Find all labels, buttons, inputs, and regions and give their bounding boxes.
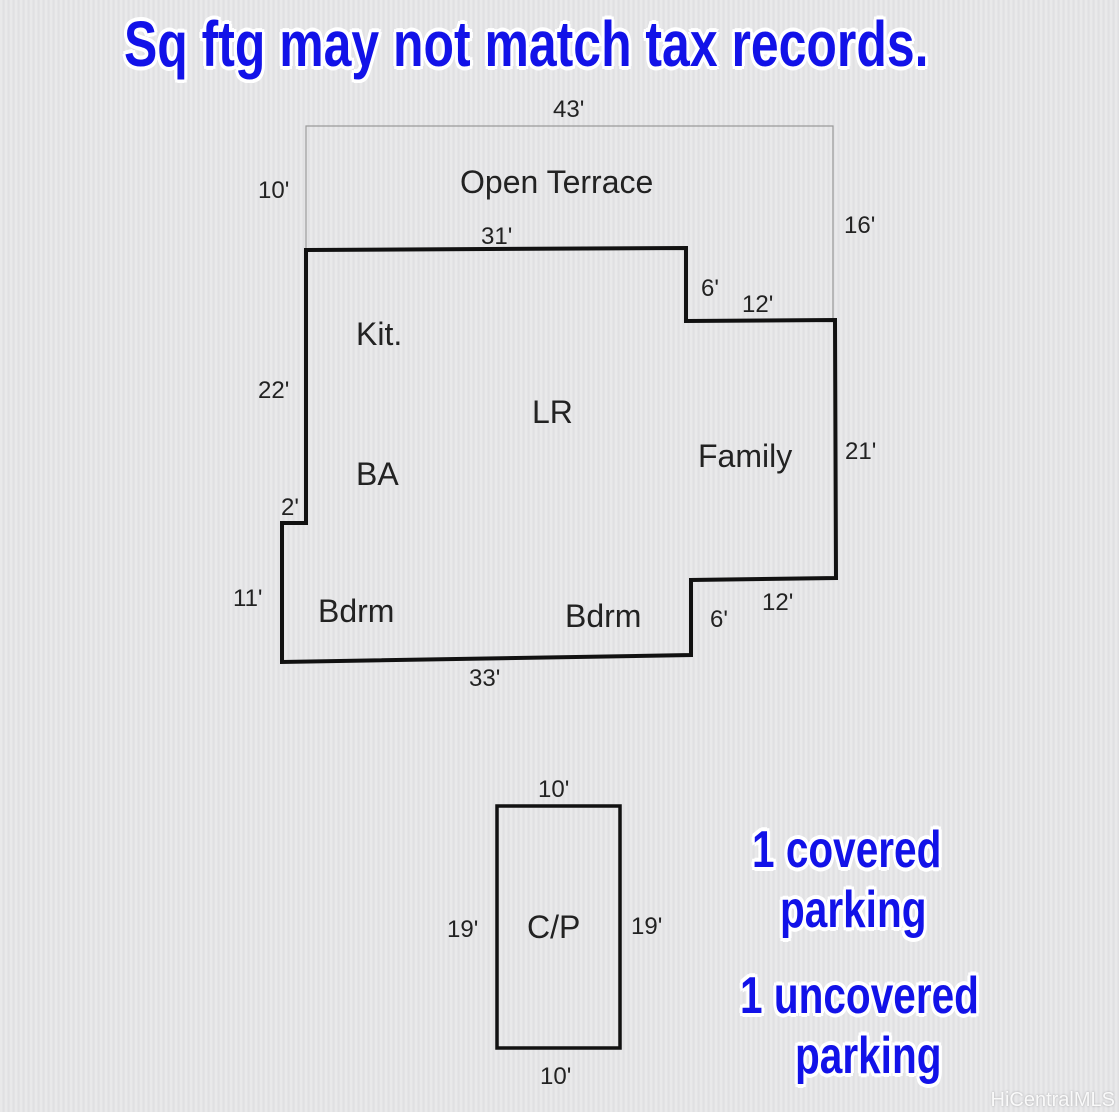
room-label-living: LR (532, 394, 573, 430)
house-outline (280, 245, 839, 665)
room-label-bedroom-left: Bdrm (318, 593, 394, 629)
dim-notch-top-vertical: 6' (701, 275, 719, 302)
dim-house-right: 21' (845, 438, 876, 465)
dim-carport-top: 10' (538, 776, 569, 803)
dim-carport-bottom: 10' (540, 1063, 571, 1090)
parking-covered-line2: parking (780, 881, 927, 939)
terrace-outline (305, 125, 834, 320)
dim-house-left-lower: 11' (233, 585, 263, 612)
dim-terrace-top: 43' (553, 96, 584, 123)
room-label-bath: BA (356, 456, 399, 492)
room-label-bedroom-right: Bdrm (565, 598, 641, 634)
parking-covered-line1: 1 covered (752, 821, 942, 879)
dim-terrace-left: 10' (258, 177, 289, 204)
watermark: HiCentralMLS (990, 1089, 1115, 1111)
dim-house-left-upper: 22' (258, 377, 289, 404)
dim-house-left-step: 2' (281, 494, 299, 521)
carport-outline (495, 804, 622, 1050)
room-label-kitchen: Kit. (356, 316, 402, 352)
dim-house-top: 31' (481, 223, 512, 250)
dim-notch-bottom-horizontal: 12' (762, 589, 793, 616)
room-label-terrace: Open Terrace (460, 164, 653, 200)
parking-uncovered-line1: 1 uncovered (740, 967, 979, 1025)
dim-notch-top-horizontal: 12' (742, 291, 773, 318)
dim-terrace-right: 16' (844, 212, 875, 239)
notice-heading: Sq ftg may not match tax records. (124, 8, 929, 80)
dim-house-bottom: 33' (469, 665, 500, 692)
dim-notch-bottom-vertical: 6' (710, 606, 728, 633)
parking-uncovered-line2: parking (795, 1027, 942, 1085)
room-label-carport: C/P (527, 909, 580, 945)
dim-carport-left: 19' (447, 916, 478, 943)
room-label-family: Family (698, 438, 792, 474)
dim-carport-right: 19' (631, 913, 662, 940)
